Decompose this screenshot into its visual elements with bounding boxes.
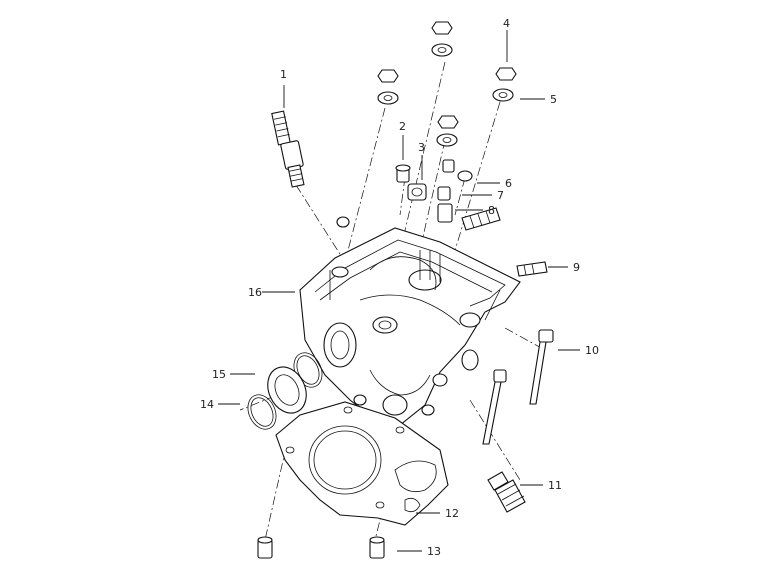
callout-9: 9	[573, 261, 580, 274]
callout-15: 15	[212, 368, 226, 381]
callout-2: 2	[399, 120, 406, 133]
callout-13: 13	[427, 545, 441, 558]
head-gasket	[275, 401, 449, 526]
callout-labels: 1 2 3 4 5 6 7 8 9 10 11 12 13 14 15 16	[200, 17, 599, 558]
dowel-bushings	[257, 536, 385, 559]
callout-16: 16	[248, 286, 262, 299]
temperature-sensor	[487, 471, 526, 513]
callout-5: 5	[550, 93, 557, 106]
callout-12: 12	[445, 507, 459, 520]
callout-1: 1	[280, 68, 287, 81]
callout-7: 7	[497, 189, 504, 202]
callout-10: 10	[585, 344, 599, 357]
intake-flange-and-o-rings	[247, 352, 323, 430]
callout-6: 6	[505, 177, 512, 190]
callout-3: 3	[418, 141, 425, 154]
small-fittings	[336, 159, 473, 228]
spark-plug	[271, 110, 305, 188]
callout-11: 11	[548, 479, 562, 492]
leader-lines	[218, 30, 580, 552]
callout-8: 8	[488, 204, 495, 217]
cylinder-head	[299, 227, 521, 426]
top-nuts-and-washers	[377, 21, 517, 147]
callout-4: 4	[503, 17, 510, 30]
callout-14: 14	[200, 398, 214, 411]
dowel-pins-and-bolts	[461, 207, 554, 445]
